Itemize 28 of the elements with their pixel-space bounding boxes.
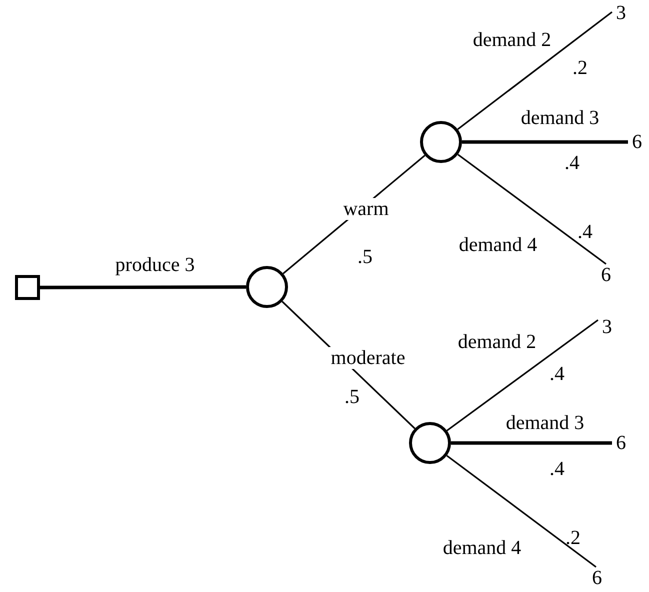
chance-node [246,266,288,308]
chance-node [409,422,451,464]
probability-label: .5 [344,387,360,407]
payoff-value: 6 [632,130,642,154]
branch-line [457,154,606,265]
branch-line [451,441,612,445]
payoff-value: 6 [592,566,602,590]
edge-label: produce 3 [113,254,197,276]
payoff-value: 6 [616,432,626,454]
probability-label: .2 [566,528,580,548]
probability-label: .4 [578,222,592,242]
probability-label: .5 [358,247,372,267]
branch-line [446,454,596,568]
payoff-value: 3 [616,2,626,24]
probability-label: .4 [550,364,564,384]
decision-node [15,275,40,300]
branch-line [457,11,612,130]
probability-label: .2 [572,58,588,78]
branch-line [446,319,598,432]
branch-line [40,285,246,290]
edge-label: warm [341,198,391,220]
branch-line [462,140,628,144]
probability-label: .4 [550,459,564,479]
payoff-value: 6 [601,264,611,286]
payoff-value: 3 [602,316,612,338]
edge-label: moderate [328,347,408,369]
chance-node [420,121,462,163]
probability-label: .4 [564,153,580,173]
